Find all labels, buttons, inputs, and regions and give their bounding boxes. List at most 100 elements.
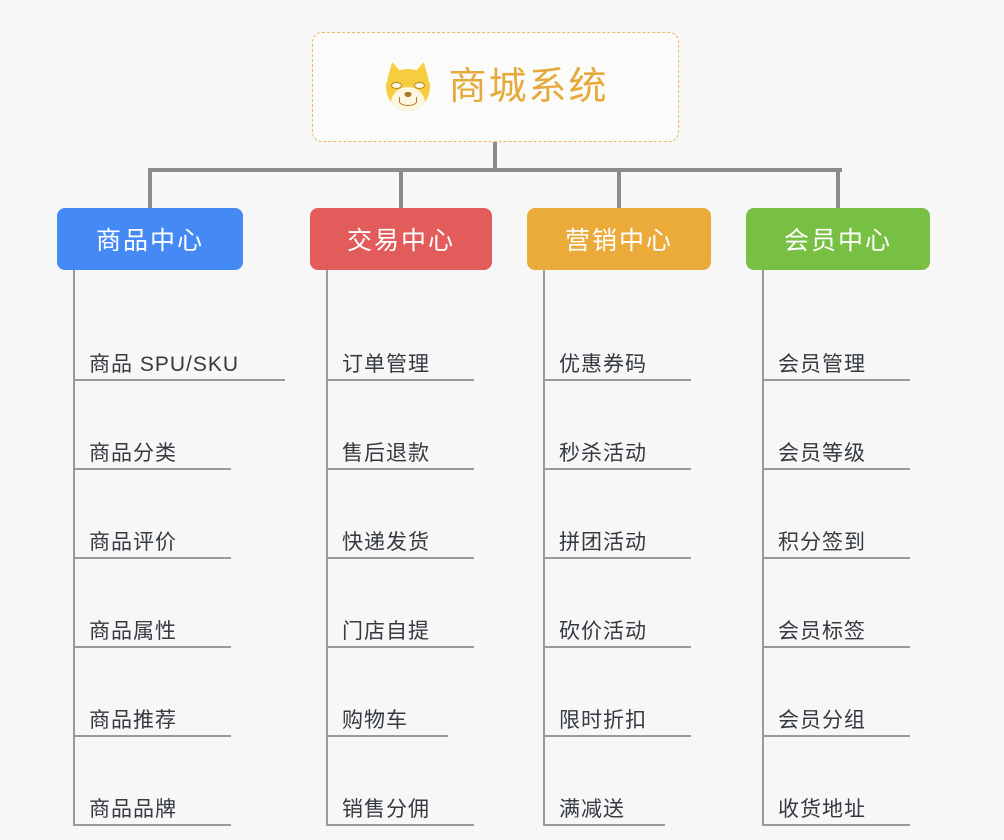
- leaf-item-rule: [762, 468, 910, 470]
- leaf-item[interactable]: 门店自提: [310, 559, 492, 648]
- leaf-item-label: 门店自提: [342, 619, 430, 643]
- shiba-dog-icon: [382, 60, 434, 112]
- leaf-item-label: 限时折扣: [559, 708, 647, 732]
- category-column-2: 交易中心订单管理售后退款快递发货门店自提购物车销售分佣: [310, 208, 492, 826]
- connector-trunk-4: [762, 270, 764, 825]
- connector-drop-4: [836, 168, 840, 208]
- dog-eye-right-icon: [414, 82, 426, 89]
- dog-head-icon: [386, 69, 431, 111]
- leaf-item[interactable]: 砍价活动: [527, 559, 711, 648]
- leaf-item-rule: [326, 468, 474, 470]
- leaf-item[interactable]: 快递发货: [310, 470, 492, 559]
- leaf-item-label: 收货地址: [778, 797, 866, 821]
- leaf-item-label: 拼团活动: [559, 530, 647, 554]
- leaf-item[interactable]: 会员标签: [746, 559, 930, 648]
- dog-mouth-icon: [399, 97, 418, 106]
- connector-horizontal-bus: [148, 168, 842, 172]
- leaf-list-4: 会员管理会员等级积分签到会员标签会员分组收货地址: [746, 270, 930, 826]
- leaf-item[interactable]: 售后退款: [310, 381, 492, 470]
- leaf-item-label: 会员管理: [778, 352, 866, 376]
- leaf-item[interactable]: 商品属性: [57, 559, 243, 648]
- leaf-item-rule: [326, 646, 474, 648]
- leaf-item[interactable]: 商品评价: [57, 470, 243, 559]
- leaf-item[interactable]: 收货地址: [746, 737, 930, 826]
- leaf-item-label: 订单管理: [342, 352, 430, 376]
- leaf-item-label: 满减送: [559, 797, 625, 821]
- leaf-item[interactable]: 商品推荐: [57, 648, 243, 737]
- leaf-item-label: 砍价活动: [559, 619, 647, 643]
- leaf-item-label: 会员标签: [778, 619, 866, 643]
- leaf-item[interactable]: 满减送: [527, 737, 711, 826]
- leaf-item-rule: [543, 735, 691, 737]
- leaf-item[interactable]: 商品 SPU/SKU: [57, 292, 285, 381]
- leaf-item-rule: [73, 646, 231, 648]
- category-box-2[interactable]: 交易中心: [310, 208, 492, 270]
- leaf-item-rule: [326, 379, 474, 381]
- leaf-item-rule: [326, 557, 474, 559]
- connector-drop-2: [399, 168, 403, 208]
- category-box-3[interactable]: 营销中心: [527, 208, 711, 270]
- dog-eye-left-icon: [391, 82, 403, 89]
- leaf-item-rule: [543, 468, 691, 470]
- leaf-list-2: 订单管理售后退款快递发货门店自提购物车销售分佣: [310, 270, 492, 826]
- leaf-item-rule: [73, 824, 231, 826]
- leaf-item-label: 快递发货: [342, 530, 430, 554]
- leaf-item[interactable]: 会员等级: [746, 381, 930, 470]
- leaf-item[interactable]: 优惠券码: [527, 292, 711, 381]
- leaf-item-label: 会员分组: [778, 708, 866, 732]
- category-column-4: 会员中心会员管理会员等级积分签到会员标签会员分组收货地址: [746, 208, 930, 826]
- root-node-mall-system[interactable]: 商城系统: [312, 32, 679, 142]
- leaf-item-label: 优惠券码: [559, 352, 647, 376]
- leaf-item-rule: [73, 735, 231, 737]
- category-column-1: 商品中心商品 SPU/SKU 商品分类商品评价商品属性商品推荐商品品牌: [57, 208, 285, 826]
- leaf-item-rule: [762, 557, 910, 559]
- category-box-1[interactable]: 商品中心: [57, 208, 243, 270]
- leaf-item-label: 商品品牌: [89, 797, 177, 821]
- leaf-item[interactable]: 销售分佣: [310, 737, 492, 826]
- connector-trunk-1: [73, 270, 75, 825]
- leaf-item[interactable]: 积分签到: [746, 470, 930, 559]
- connector-root-stem: [493, 142, 497, 170]
- root-title: 商城系统: [448, 66, 609, 108]
- leaf-item-rule: [762, 646, 910, 648]
- category-title: 会员中心: [783, 227, 892, 255]
- leaf-item-rule: [762, 735, 910, 737]
- leaf-item-label: 商品推荐: [89, 708, 177, 732]
- leaf-item[interactable]: 购物车: [310, 648, 492, 737]
- category-title: 商品中心: [95, 227, 204, 255]
- category-title: 交易中心: [346, 227, 455, 255]
- leaf-item-rule: [762, 379, 910, 381]
- leaf-item-label: 会员等级: [778, 441, 866, 465]
- leaf-item-rule: [73, 557, 231, 559]
- category-box-4[interactable]: 会员中心: [746, 208, 930, 270]
- leaf-item[interactable]: 会员分组: [746, 648, 930, 737]
- leaf-item-rule: [762, 824, 910, 826]
- category-title: 营销中心: [564, 227, 673, 255]
- leaf-item-label: 售后退款: [342, 441, 430, 465]
- leaf-item-label: 商品分类: [89, 441, 177, 465]
- dog-nose-icon: [404, 92, 412, 97]
- leaf-item[interactable]: 秒杀活动: [527, 381, 711, 470]
- leaf-item-rule: [326, 824, 474, 826]
- connector-drop-1: [148, 168, 152, 208]
- leaf-list-1: 商品 SPU/SKU 商品分类商品评价商品属性商品推荐商品品牌: [57, 270, 285, 826]
- leaf-item[interactable]: 会员管理: [746, 292, 930, 381]
- leaf-item[interactable]: 订单管理: [310, 292, 492, 381]
- leaf-list-3: 优惠券码秒杀活动拼团活动砍价活动限时折扣满减送: [527, 270, 711, 826]
- leaf-item-rule: [73, 468, 231, 470]
- leaf-item-label: 商品 SPU/SKU: [89, 352, 240, 376]
- leaf-item[interactable]: 商品分类: [57, 381, 243, 470]
- leaf-item-rule: [326, 735, 448, 737]
- leaf-item-label: 秒杀活动: [559, 441, 647, 465]
- leaf-item-rule: [73, 379, 285, 381]
- leaf-item[interactable]: 拼团活动: [527, 470, 711, 559]
- leaf-item[interactable]: 商品品牌: [57, 737, 243, 826]
- leaf-item-rule: [543, 557, 691, 559]
- root-node-content: 商城系统: [382, 60, 609, 112]
- leaf-item[interactable]: 限时折扣: [527, 648, 711, 737]
- leaf-item-label: 商品属性: [89, 619, 177, 643]
- connector-drop-3: [617, 168, 621, 208]
- leaf-item-rule: [543, 379, 691, 381]
- connector-trunk-2: [326, 270, 328, 825]
